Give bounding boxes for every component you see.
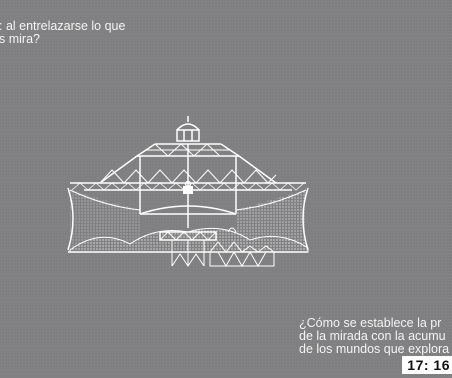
caption-bottom: ¿Cómo se establece la pr de la mirada co… [299, 316, 450, 356]
caption-top: : al entrelazarse lo que s mira? [0, 19, 126, 46]
carousel-pavilion-icon [67, 116, 309, 268]
timestamp-badge: 17: 16 [402, 356, 452, 374]
